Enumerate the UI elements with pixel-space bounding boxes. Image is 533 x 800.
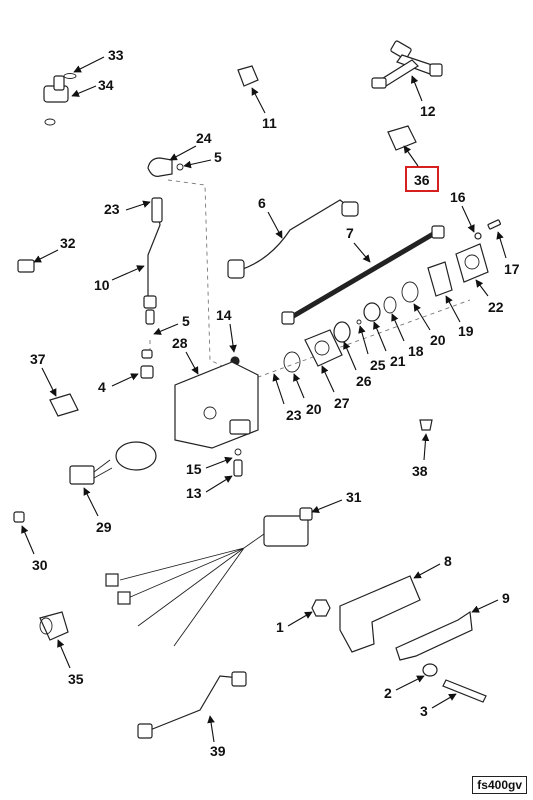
callout-14: 14 [216, 307, 232, 323]
part-6-fuel-line [227, 199, 359, 279]
callout-34: 34 [98, 77, 114, 93]
callout-39: 39 [210, 743, 226, 759]
highlight-box-36 [405, 166, 439, 192]
part-38-cap [419, 419, 433, 431]
part-19-gasket [427, 261, 453, 297]
part-24-elbow [147, 157, 184, 177]
callout-22: 22 [488, 299, 504, 315]
part-2-washer [422, 663, 438, 677]
callout-10: 10 [94, 277, 110, 293]
callout-23b: 23 [286, 407, 302, 423]
callout-30: 30 [32, 557, 48, 573]
callout-21: 21 [390, 353, 406, 369]
callout-25: 25 [370, 357, 386, 373]
part-16-17-screws [474, 219, 501, 240]
part-26-seal [333, 321, 351, 343]
callout-33: 33 [108, 47, 124, 63]
callout-12: 12 [420, 103, 436, 119]
part-8-bracket [339, 575, 421, 653]
callout-8: 8 [444, 553, 452, 569]
callout-20a: 20 [430, 332, 446, 348]
part-4-fitting [140, 349, 154, 379]
callout-13: 13 [186, 485, 202, 501]
callout-5a: 5 [214, 149, 222, 165]
part-30-clip [13, 511, 25, 523]
part-28-bracket [174, 361, 259, 449]
callout-17: 17 [504, 261, 520, 277]
part-1-nut [311, 599, 331, 617]
part-39-line [137, 671, 247, 739]
part-10-line [143, 197, 163, 325]
part-13-15-bolt [233, 448, 243, 477]
callout-38: 38 [412, 463, 428, 479]
callout-23a: 23 [104, 201, 120, 217]
part-35-elbow [39, 611, 69, 641]
callout-35: 35 [68, 671, 84, 687]
part-20-oring [283, 281, 419, 373]
part-34-fitting [43, 73, 77, 126]
callout-36: 36 [414, 172, 430, 188]
callout-18: 18 [408, 343, 424, 359]
part-18-ring [383, 296, 397, 314]
callout-28: 28 [172, 335, 188, 351]
callout-27: 27 [334, 395, 350, 411]
part-22-cover [455, 243, 489, 283]
callout-5b: 5 [182, 313, 190, 329]
callout-29: 29 [96, 519, 112, 535]
callout-32: 32 [60, 235, 76, 251]
callout-19: 19 [458, 323, 474, 339]
part-36-clip [387, 125, 417, 151]
callout-24: 24 [196, 130, 212, 146]
callout-2: 2 [384, 685, 392, 701]
part-37-clip [49, 393, 79, 417]
part-29-connector [69, 441, 157, 485]
callout-26: 26 [356, 373, 372, 389]
part-32-clip [17, 259, 35, 273]
callout-20b: 20 [306, 401, 322, 417]
part-11-clip [237, 65, 259, 87]
part-27-plate [304, 329, 343, 367]
callout-15: 15 [186, 461, 202, 477]
callout-4: 4 [98, 379, 106, 395]
callout-31: 31 [346, 489, 362, 505]
part-12-tee-hose [371, 40, 443, 89]
figure-tag: fs400gv [472, 776, 527, 794]
part-31-harness [105, 507, 313, 647]
part-3-bolt [442, 679, 487, 703]
callout-37: 37 [30, 351, 46, 367]
callout-11: 11 [262, 115, 277, 131]
callout-9: 9 [502, 590, 510, 606]
callout-3: 3 [420, 703, 428, 719]
callout-16: 16 [450, 189, 466, 205]
callouts: 33 34 11 12 36 24 5 23 6 7 32 10 16 17 2… [21, 47, 520, 759]
part-21-valve [356, 302, 381, 325]
callout-1: 1 [276, 619, 284, 635]
part-7-hose [281, 225, 445, 325]
callout-7: 7 [346, 225, 354, 241]
callout-6: 6 [258, 195, 266, 211]
part-9-bracket [395, 610, 473, 661]
